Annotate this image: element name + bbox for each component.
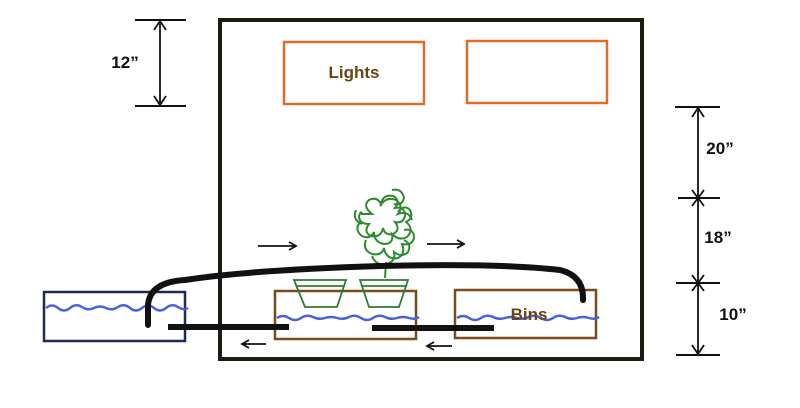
bins-label: Bins [511, 305, 548, 324]
light-fixture-right [465, 39, 609, 105]
bin-right-water [456, 314, 600, 322]
dimension-top-clearance: 12” [111, 19, 186, 107]
dimension-label-20: 20” [706, 139, 733, 158]
reservoir-water [45, 304, 189, 312]
lights-label: Lights [329, 63, 380, 82]
flow-arrow-upper-left [258, 241, 298, 251]
bin-left-water [276, 314, 420, 322]
dimension-label-18: 18” [704, 228, 731, 247]
dimension-label-10: 10” [719, 305, 746, 324]
net-pot-left [292, 279, 348, 308]
net-pot-right [358, 279, 410, 308]
flow-arrow-upper-right [427, 239, 466, 249]
dimension-right-stack: 20” 18” 10” [675, 106, 747, 356]
dimension-label-12: 12” [111, 53, 138, 72]
grow-bin-right [453, 288, 598, 340]
light-fixture-left [282, 40, 426, 106]
tent-frame [218, 18, 644, 361]
supply-pipe [145, 262, 587, 328]
flow-arrow-lower-left [240, 339, 266, 349]
reservoir [42, 290, 187, 343]
flow-arrow-lower-right [425, 341, 452, 351]
grow-bin-left [273, 289, 418, 341]
